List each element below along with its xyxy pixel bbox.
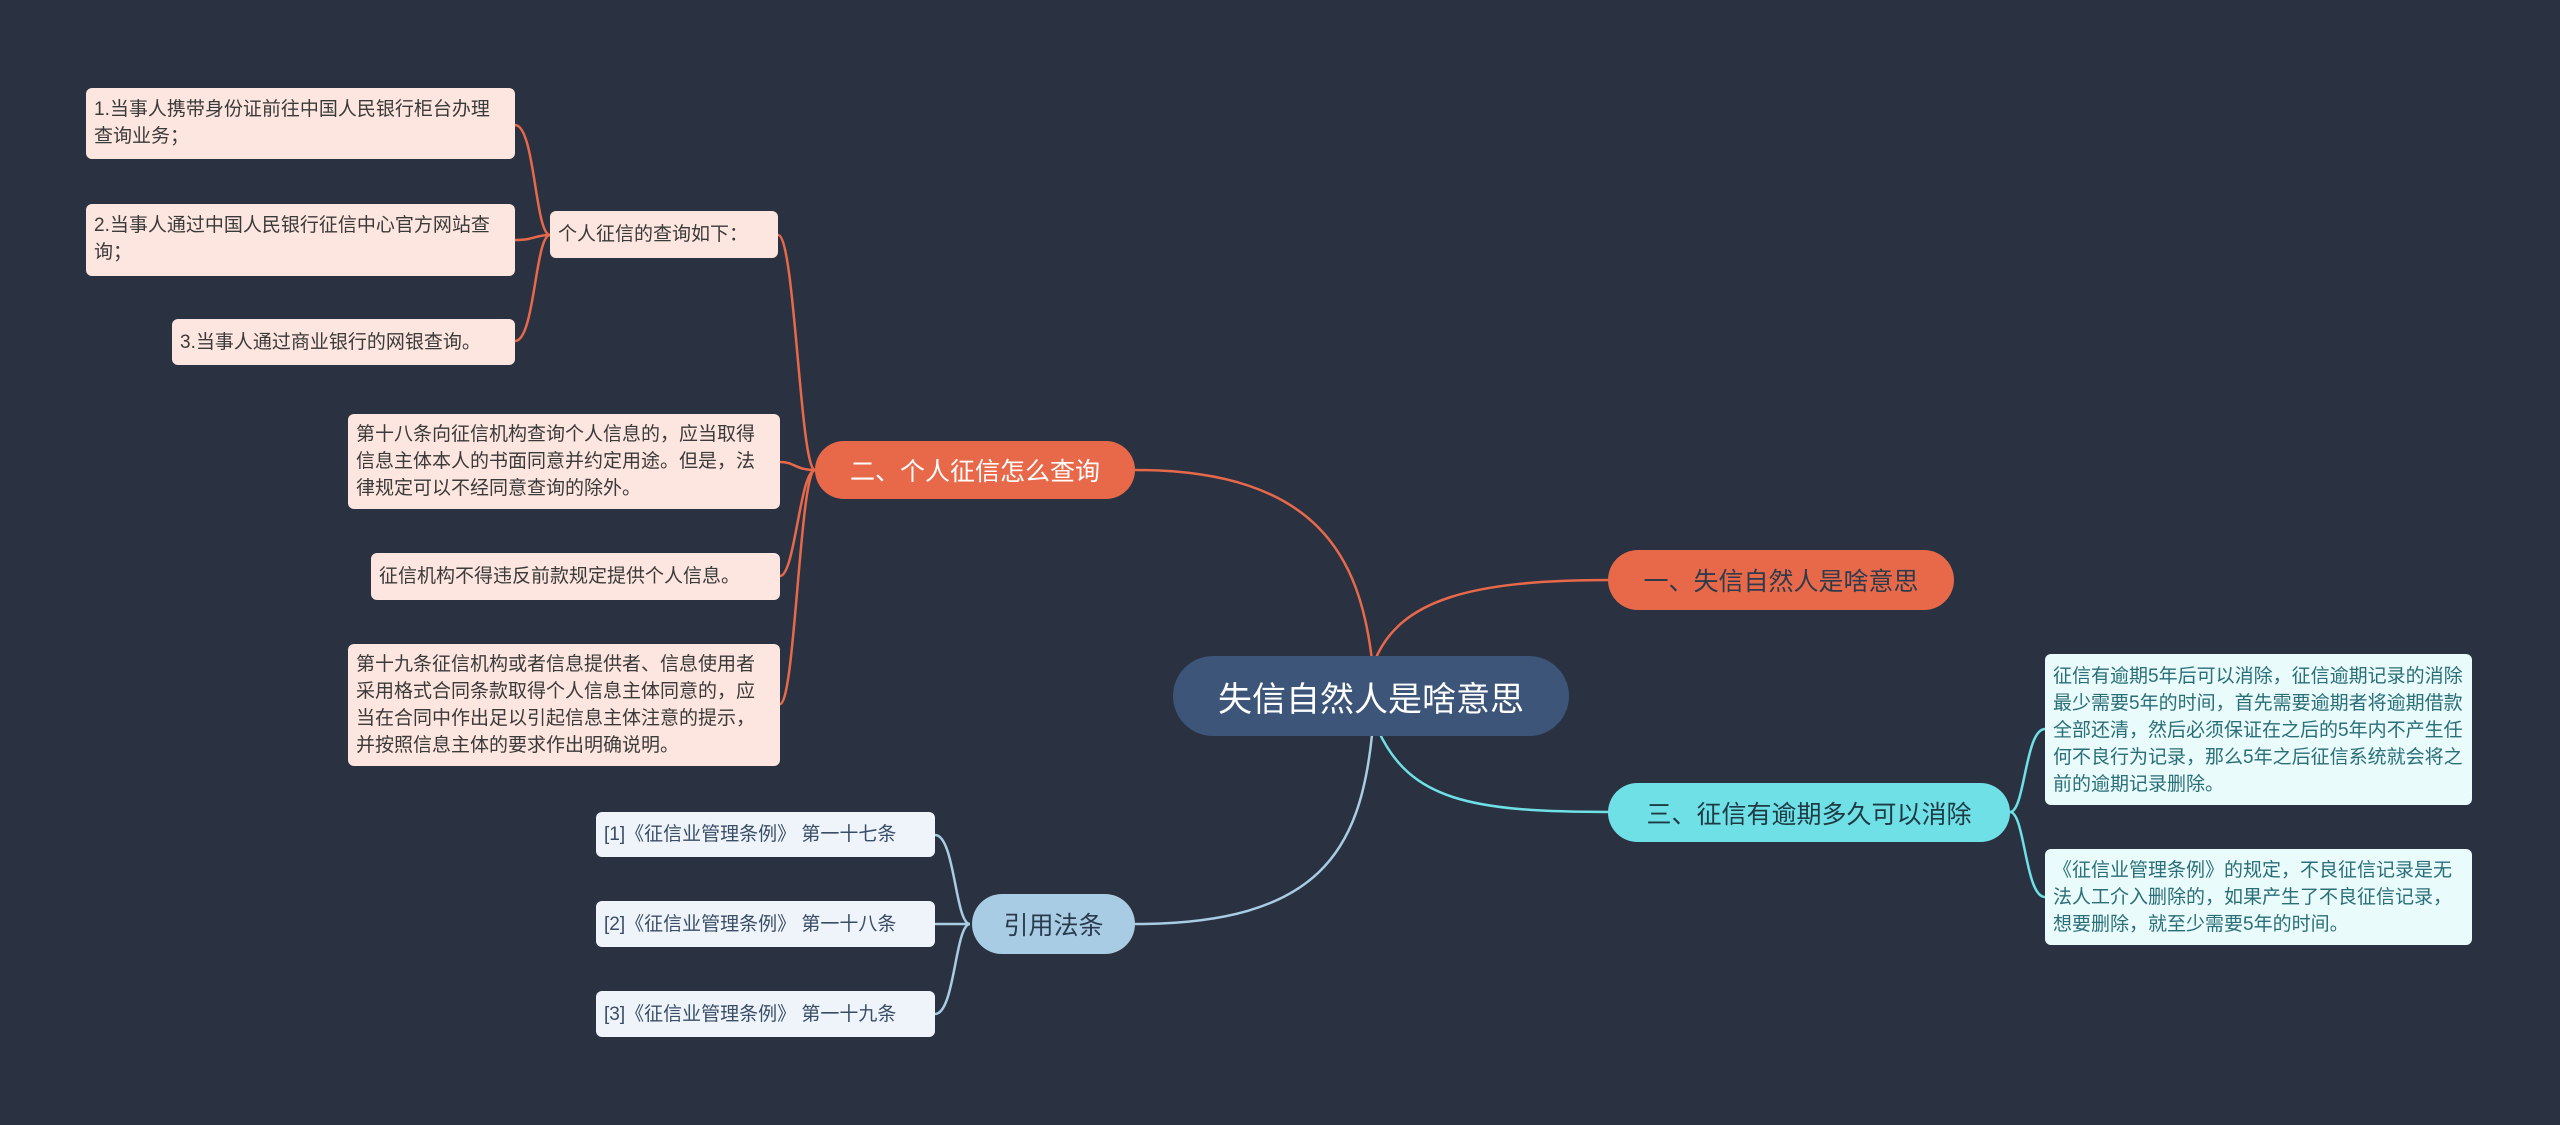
link-query-provide: [779, 468, 816, 578]
branch-meaning[interactable]: 一、失信自然人是啥意思: [1608, 550, 1954, 610]
query-method-3[interactable]: 3.当事人通过商业银行的网银查询。: [172, 319, 515, 365]
link-query-article18: [779, 460, 816, 472]
root-node[interactable]: 失信自然人是啥意思: [1173, 656, 1569, 736]
link-root-query: [1134, 468, 1374, 661]
link-group-method3: [514, 233, 551, 343]
link-laws-item3: [934, 922, 971, 1016]
link-root-overdue: [1376, 729, 1611, 814]
link-group-method1: [514, 123, 551, 237]
query-article-19[interactable]: 第十九条征信机构或者信息提供者、信息使用者采用格式合同条款取得个人信息主体同意的…: [348, 644, 780, 766]
query-article-18[interactable]: 第十八条向征信机构查询个人信息的，应当取得信息主体本人的书面同意并约定用途。但是…: [348, 414, 780, 509]
link-root-laws: [1134, 734, 1374, 926]
law-item-3[interactable]: [3]《征信业管理条例》 第一十九条: [596, 991, 935, 1037]
link-query-article19: [778, 468, 817, 706]
law-item-1[interactable]: [1]《征信业管理条例》 第一十七条: [596, 812, 935, 857]
query-provide-rule[interactable]: 征信机构不得违反前款规定提供个人信息。: [371, 553, 780, 600]
link-laws-item1: [934, 833, 971, 926]
query-method-1[interactable]: 1.当事人携带身份证前往中国人民银行柜台办理查询业务；: [86, 88, 515, 159]
link-overdue-detail1: [2009, 727, 2046, 814]
link-overdue-detail2: [2009, 810, 2046, 899]
overdue-detail-1[interactable]: 征信有逾期5年后可以消除，征信逾期记录的消除最少需要5年的时间，首先需要逾期者将…: [2045, 654, 2472, 805]
branch-query[interactable]: 二、个人征信怎么查询: [815, 441, 1135, 499]
link-group-method2: [514, 233, 551, 242]
query-group-title[interactable]: 个人征信的查询如下：: [550, 211, 778, 258]
law-item-2[interactable]: [2]《征信业管理条例》 第一十八条: [596, 901, 935, 947]
branch-laws[interactable]: 引用法条: [972, 894, 1135, 954]
link-query-group: [776, 233, 817, 472]
branch-overdue[interactable]: 三、征信有逾期多久可以消除: [1608, 783, 2010, 842]
link-root-meaning: [1373, 578, 1611, 661]
overdue-detail-2[interactable]: 《征信业管理条例》的规定，不良征信记录是无法人工介入删除的，如果产生了不良征信记…: [2045, 849, 2472, 945]
query-method-2[interactable]: 2.当事人通过中国人民银行征信中心官方网站查询；: [86, 204, 515, 276]
